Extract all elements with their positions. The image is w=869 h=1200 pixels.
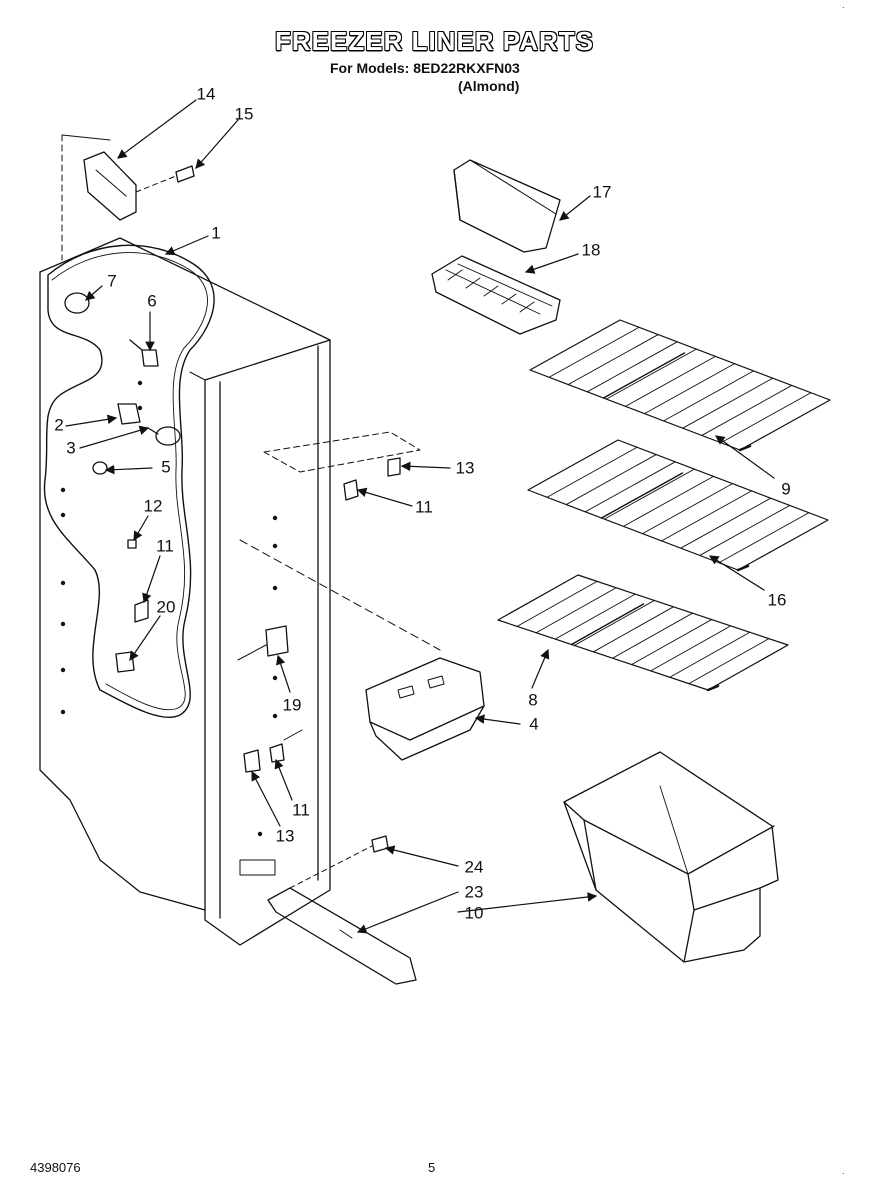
callout-9: 9 (781, 479, 791, 499)
shield-part-5 (92, 461, 108, 475)
shelf-part-8 (497, 574, 789, 692)
leader-line (384, 845, 459, 867)
callout-11-top: 11 (415, 497, 433, 517)
callout-11-lower: 11 (292, 800, 310, 820)
diagram-title: FREEZER LINER PARTS (275, 26, 594, 56)
callout-13-lower: 13 (275, 826, 295, 846)
callout-14: 14 (196, 84, 216, 104)
leader-line (559, 195, 591, 221)
callout-3: 3 (66, 438, 76, 458)
corner-mark-top: ˙ (842, 6, 846, 18)
leader-line (715, 435, 775, 479)
callout-18: 18 (581, 240, 601, 260)
callout-8: 8 (528, 690, 538, 710)
leader-line (251, 770, 281, 827)
spacer-part-11-lower (269, 743, 285, 763)
leader-line (400, 461, 451, 472)
callout-17: 17 (592, 182, 612, 202)
doc-number: 4398076 (30, 1160, 81, 1175)
callout-2: 2 (54, 415, 64, 435)
callout-10: 10 (464, 903, 484, 923)
leader-line (274, 758, 293, 801)
leader-line (65, 414, 118, 427)
shelf-part-16 (527, 439, 829, 572)
screw-part-24 (371, 835, 389, 853)
leader-line (474, 714, 521, 725)
trough-part-4 (365, 657, 485, 741)
clip-part-13-lower (243, 749, 261, 773)
leader-line (708, 555, 765, 591)
callout-7: 7 (107, 271, 117, 291)
leader-line (129, 615, 161, 661)
leader-line (142, 555, 161, 604)
page-number: 5 (428, 1160, 436, 1175)
callout-16: 16 (767, 590, 787, 610)
freezer-liner (39, 134, 331, 946)
leader-line (79, 425, 150, 449)
clip-part-19 (265, 625, 289, 657)
ice-bin-part-17 (453, 159, 561, 253)
callout-5: 5 (161, 457, 171, 477)
leader-line (85, 285, 103, 301)
spacer-part-11-top (343, 479, 359, 501)
clip-part-20 (115, 651, 135, 673)
callout-6: 6 (147, 291, 157, 311)
leader-line (356, 487, 413, 507)
ice-tray-part-18 (431, 255, 561, 335)
leader-line (457, 892, 598, 913)
corner-mark-bottom: ˙ (842, 1172, 846, 1184)
callout-20: 20 (156, 597, 176, 617)
leader-line (276, 654, 291, 693)
light-socket-part-2 (117, 403, 141, 425)
leader-line (531, 648, 550, 689)
callout-15: 15 (234, 104, 254, 124)
callout-4: 4 (529, 714, 539, 734)
bracket-part-23 (267, 887, 417, 985)
models-label: For Models: 8ED22RKXFN03 (330, 60, 520, 76)
leader-line (133, 515, 149, 542)
leader-line (524, 253, 579, 274)
leader-line (104, 464, 153, 475)
shelf-part-9 (529, 319, 831, 452)
plug-part-7 (64, 292, 90, 314)
clip-part-6 (129, 339, 159, 367)
bracket-part-14 (83, 151, 137, 221)
light-bulb-part-3 (155, 426, 181, 446)
callout-13-top: 13 (455, 458, 475, 478)
screw-part-12 (127, 539, 137, 549)
leader-line (164, 235, 209, 256)
leader-line (195, 119, 239, 169)
clip-part-13-top (387, 457, 401, 477)
leader-line (356, 891, 459, 934)
shelves (497, 319, 831, 692)
leader-lines (65, 99, 775, 934)
callout-11-left: 11 (156, 536, 174, 556)
callout-12: 12 (143, 496, 163, 516)
screw-part-15 (175, 165, 195, 183)
callout-19: 19 (282, 695, 302, 715)
color-label: (Almond) (458, 78, 520, 94)
spacer-part-11-left (134, 599, 149, 623)
callout-23: 23 (464, 882, 484, 902)
callout-1: 1 (211, 223, 221, 243)
leader-line (117, 99, 197, 159)
callout-24: 24 (464, 857, 484, 877)
bin-part-10 (563, 751, 779, 963)
